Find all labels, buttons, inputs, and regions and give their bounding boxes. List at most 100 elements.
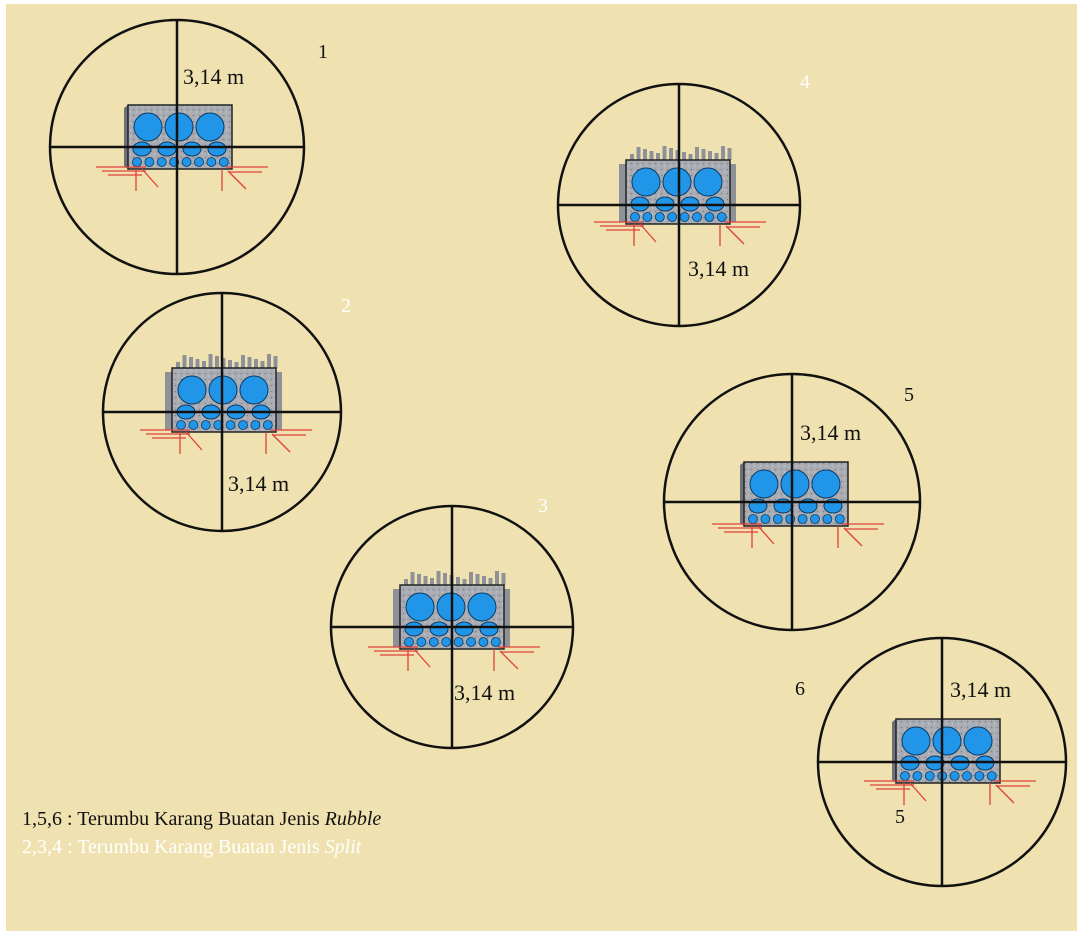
reef-site-5: 53,14 m <box>664 374 920 630</box>
medium-sphere <box>480 622 498 636</box>
rough-edge <box>417 574 421 585</box>
rough-edge <box>482 576 486 585</box>
legend-rubble-text: 1,5,6 : Terumbu Karang Buatan Jenis <box>22 808 325 830</box>
rough-edge <box>202 361 206 368</box>
small-sphere <box>251 421 260 430</box>
rough-edge <box>437 571 441 585</box>
small-sphere <box>975 772 984 781</box>
small-sphere <box>950 772 959 781</box>
reef-block-icon <box>165 354 282 432</box>
small-sphere <box>201 421 210 430</box>
small-sphere <box>705 213 714 222</box>
rough-edge <box>235 362 239 368</box>
rough-edge <box>495 571 499 585</box>
rough-edge <box>721 146 725 160</box>
rough-edge <box>463 579 467 585</box>
reef-site-6: 6 3,14 m <box>795 638 1066 886</box>
site-number-label: 6 <box>795 678 805 700</box>
medium-sphere <box>183 142 201 156</box>
small-sphere <box>786 515 795 524</box>
rough-edge <box>189 357 193 368</box>
small-sphere <box>773 515 782 524</box>
rough-edge <box>404 579 408 585</box>
medium-sphere <box>133 142 151 156</box>
rough-edge <box>261 361 265 368</box>
small-sphere <box>219 158 228 167</box>
small-sphere <box>693 213 702 222</box>
anchor-line <box>272 434 290 452</box>
anchor-line <box>996 785 1014 803</box>
large-sphere <box>694 168 722 196</box>
rough-edge <box>183 355 187 368</box>
rough-edge <box>630 154 634 160</box>
small-sphere <box>835 515 844 524</box>
rough-edge <box>254 359 258 368</box>
distance-label: 3,14 m <box>950 677 1011 702</box>
small-sphere <box>207 158 216 167</box>
anchor-lines <box>712 524 884 548</box>
rough-edge <box>424 576 428 585</box>
small-sphere <box>631 213 640 222</box>
small-sphere <box>761 515 770 524</box>
reef-block-icon <box>740 462 848 526</box>
anchor-lines <box>140 430 312 454</box>
rough-edge <box>209 354 213 368</box>
small-sphere <box>239 421 248 430</box>
small-sphere <box>405 638 414 647</box>
legend-split-text: 2,3,4 : Terumbu Karang Buatan Jenis <box>22 836 325 858</box>
reef-site-4: 43,14 m <box>558 71 810 326</box>
distance-label: 3,14 m <box>228 471 289 496</box>
rough-edge <box>650 151 654 160</box>
rough-edge <box>276 372 282 430</box>
rough-edge <box>267 354 271 368</box>
rough-edge <box>656 153 660 160</box>
rough-edge <box>176 362 180 368</box>
rough-edge <box>411 572 415 585</box>
medium-sphere <box>405 622 423 636</box>
rough-edge <box>430 578 434 585</box>
legend-rubble: 1,5,6 : Terumbu Karang Buatan Jenis Rubb… <box>22 806 381 832</box>
small-sphere <box>442 638 451 647</box>
large-sphere <box>933 727 961 755</box>
small-sphere <box>901 772 910 781</box>
anchor-lines <box>864 781 1036 805</box>
small-sphere <box>195 158 204 167</box>
rough-edge <box>619 164 626 222</box>
rough-edge <box>476 574 480 585</box>
small-sphere <box>680 213 689 222</box>
rough-edge <box>682 152 686 160</box>
rough-edge <box>241 355 245 368</box>
small-sphere <box>182 158 191 167</box>
small-sphere <box>717 213 726 222</box>
anchor-line <box>500 651 518 669</box>
anchor-line <box>910 783 926 801</box>
anchor-lines <box>368 647 540 671</box>
small-sphere <box>189 421 198 430</box>
large-sphere <box>632 168 660 196</box>
anchor-line <box>844 528 862 546</box>
extra-marker-label: 5 <box>895 806 905 828</box>
rough-edge <box>728 148 732 160</box>
small-sphere <box>467 638 476 647</box>
rough-edge <box>228 360 232 368</box>
site-number-label: 4 <box>800 71 810 93</box>
anchor-line <box>414 649 430 667</box>
reef-site-2: 2 3,14 m <box>103 293 351 531</box>
rough-edge <box>637 147 641 160</box>
anchor-line <box>758 526 774 544</box>
site-number-label: 2 <box>341 295 351 317</box>
site-number-label: 5 <box>904 384 914 406</box>
rough-edge <box>502 573 506 585</box>
small-sphere <box>643 213 652 222</box>
rough-edge <box>689 154 693 160</box>
anchor-line <box>228 171 246 189</box>
rough-edge <box>702 149 706 160</box>
large-sphere <box>781 470 809 498</box>
large-sphere <box>178 376 206 404</box>
large-sphere <box>750 470 778 498</box>
reef-site-3: 33,14 m <box>331 495 573 748</box>
small-sphere <box>417 638 426 647</box>
small-sphere <box>811 515 820 524</box>
large-sphere <box>240 376 268 404</box>
